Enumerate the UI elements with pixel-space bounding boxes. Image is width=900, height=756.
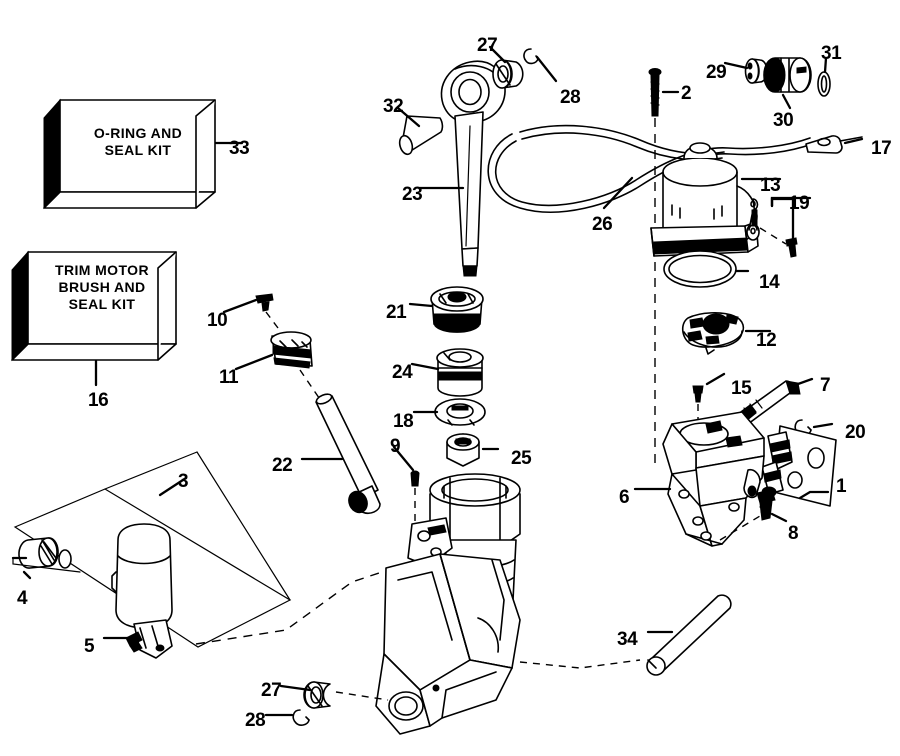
part-31-o-ring-small [817,71,831,97]
callout-bolt: 7 [820,375,831,396]
part-14-o-ring-large [663,250,737,288]
callout-rod: 22 [272,455,293,476]
callout-link-rod: 19 [789,193,810,214]
callout-piston-head: 11 [219,367,239,388]
callout-reservoir-panel: 3 [178,471,189,492]
part-30-connector [763,57,812,93]
part-11-piston-head [270,331,331,415]
part-23-tilt-ram [440,60,506,277]
part-8-screw [719,489,776,541]
reservoir-bottle [111,523,173,659]
part-24-spool [436,348,484,397]
kit-label-trim-motor-brush-seal: TRIM MOTOR BRUSH AND SEAL KIT [55,262,149,313]
part-28-snap-ring-upper [523,48,539,65]
callout-screw-small: 5 [84,636,95,657]
callout-retaining-ring: 20 [845,422,866,443]
callout-o-ring-small: 31 [821,43,842,64]
callout-filter-cap-and-o-ring: 4 [17,588,28,609]
part-17-wire-terminal [805,135,863,154]
part-27-bushing-upper [492,59,524,89]
part-26-wire-harness [487,124,813,213]
part-9-pin [410,470,420,530]
part-4-filter-cap-and-o-ring [11,537,81,573]
part-27-bushing-lower [303,681,331,709]
part-6-manifold-bracket [662,411,765,547]
part-34-anode-rod [646,594,732,676]
callout-o-ring-large: 14 [759,272,780,293]
callout-spool: 24 [392,362,413,383]
part-19-link-rod [748,198,798,258]
main-tilt-cylinder-housing [375,473,521,735]
part-2-long-screw [648,68,662,117]
callout-screw-long: 2 [681,83,692,104]
callout-valve-cover: 12 [756,330,777,351]
callout-o-ring-and-seal-kit: 33 [229,138,250,159]
part-10-screw-tiny [255,293,285,337]
part-12-valve-cover [681,312,745,355]
callout-snap-ring-upper: 28 [560,87,581,108]
part-15-pin-short [692,385,704,428]
callout-trim-motor-brush-and-seal-kit: 16 [88,390,109,411]
kit-box-trim-motor-brush-seal [11,250,177,362]
part-32-ram-pin [398,115,444,156]
callout-pin-ram: 32 [383,96,404,117]
kit-box-o-ring-seal [43,98,216,210]
callout-pin-short: 15 [731,378,752,399]
callout-piston-assembly: 21 [386,302,407,323]
callout-bushing-upper: 27 [477,35,498,56]
callout-tilt-ram: 23 [402,184,423,205]
part-25-nut [446,433,480,467]
callout-wire-terminal: 17 [871,138,892,159]
part-1-valve-body-plate [761,425,837,507]
callout-trim-motor: 13 [760,175,781,196]
callout-bushing-lower: 27 [261,680,282,701]
callout-anode-rod: 34 [617,629,638,650]
callout-pin: 9 [390,436,401,457]
callout-terminal-insulator: 29 [706,62,727,83]
part-18-washer [434,398,486,426]
callout-snap-ring-lower: 28 [245,710,266,731]
callout-washer: 18 [393,411,414,432]
callout-valve-body-plate: 1 [836,476,847,497]
kit-label-o-ring-seal: O-RING AND SEAL KIT [93,125,183,159]
part-21-piston-assembly [430,286,484,333]
part-29-terminal-insulator [744,58,768,84]
callout-wire-harness: 26 [592,214,613,235]
callout-manifold-bracket: 6 [619,487,630,508]
part-28-snap-ring-lower [292,709,310,726]
callout-screw-tiny: 10 [207,310,228,331]
part-22-rod [315,393,381,514]
callout-nut: 25 [511,448,532,469]
part-13-trim-motor [650,142,760,257]
callout-screw: 8 [788,523,799,544]
callout-connector: 30 [773,110,794,131]
part-5-screw-small [125,631,143,653]
